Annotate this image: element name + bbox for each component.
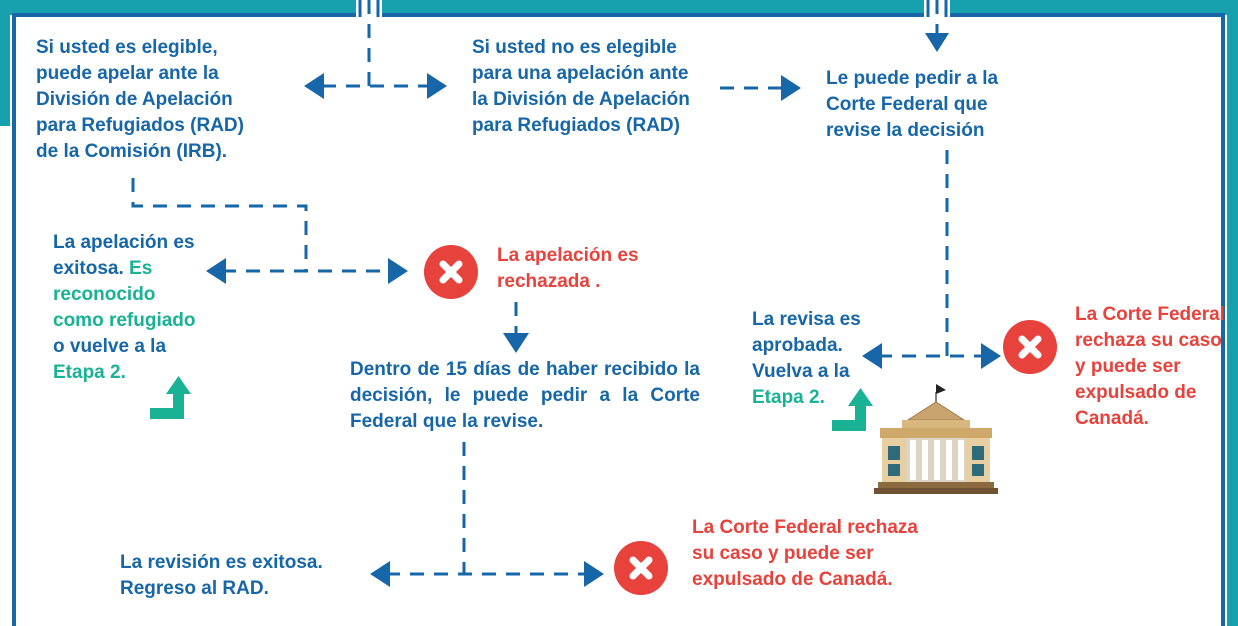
node-federal-court-review: Le puede pedir a la Corte Federal que re…: [826, 68, 999, 141]
frame-right-border: [1227, 0, 1238, 626]
appeal-success-return: o vuelve a la: [53, 336, 167, 357]
dashed-connectors: [131, 0, 988, 576]
arrowhead-right-courtreject-bottom: [584, 561, 604, 587]
courthouse-icon: [874, 384, 998, 494]
node-not-eligible-rad: Si usted no es elegible para una apelaci…: [472, 37, 690, 136]
frame-left-line: [12, 13, 16, 626]
frame-right-line: [1221, 13, 1225, 626]
review-approved-stage: Etapa 2.: [752, 387, 825, 408]
review-approved-text: La revisa es aprobada. Vuelva a la: [752, 309, 861, 382]
node-court-rejects-bottom: La Corte Federal rechaza su caso y puede…: [692, 517, 918, 590]
frame-top-line: [12, 13, 1225, 17]
arrowhead-right-rejected: [388, 258, 408, 284]
node-appeal-success: La apelación es exitosa. Es reconocido c…: [53, 230, 203, 386]
frame-left-tab: [0, 0, 10, 126]
node-review-approved: La revisa es aprobada. Vuelva a la Etapa…: [752, 307, 882, 411]
arrowheads: [206, 33, 1001, 587]
reject-x-icon: [1003, 320, 1057, 374]
arrowhead-down-federal: [925, 33, 949, 52]
node-review-success-rad: La revisión es exitosa. Regreso al RAD.: [120, 552, 323, 599]
appeal-success-text: La apelación es exitosa.: [53, 232, 195, 279]
reject-x-icon: [614, 541, 668, 595]
arrowhead-down-15days: [503, 333, 529, 353]
node-eligible-rad: Si usted es elegible, puede apelar ante …: [36, 37, 244, 162]
reject-x-icon: [424, 245, 478, 299]
node-appeal-rejected: La apelación es rechazada .: [497, 245, 639, 292]
arrowhead-right-federal: [781, 75, 801, 101]
arrowhead-right-noteligible: [427, 73, 447, 99]
node-court-rejects-right: La Corte Federal rechaza su caso y puede…: [1075, 304, 1225, 429]
arrowhead-left-approved: [862, 343, 882, 369]
return-up-arrow-icon: [150, 376, 191, 419]
return-up-arrow-icon: [832, 388, 873, 431]
appeal-success-refugee: Es reconocido como refugiado: [53, 258, 196, 331]
arrowhead-left-eligible: [304, 73, 324, 99]
arrowhead-left-success: [206, 258, 226, 284]
arrowhead-right-courtreject: [981, 343, 1001, 369]
node-within-15-days: Dentro de 15 días de haber recibido la d…: [350, 359, 700, 432]
appeal-success-stage: Etapa 2.: [53, 362, 126, 383]
arrowhead-left-reviewsuccess: [370, 561, 390, 587]
frame-top-band: [0, 0, 1238, 15]
connector-eligible-down: [131, 178, 308, 271]
